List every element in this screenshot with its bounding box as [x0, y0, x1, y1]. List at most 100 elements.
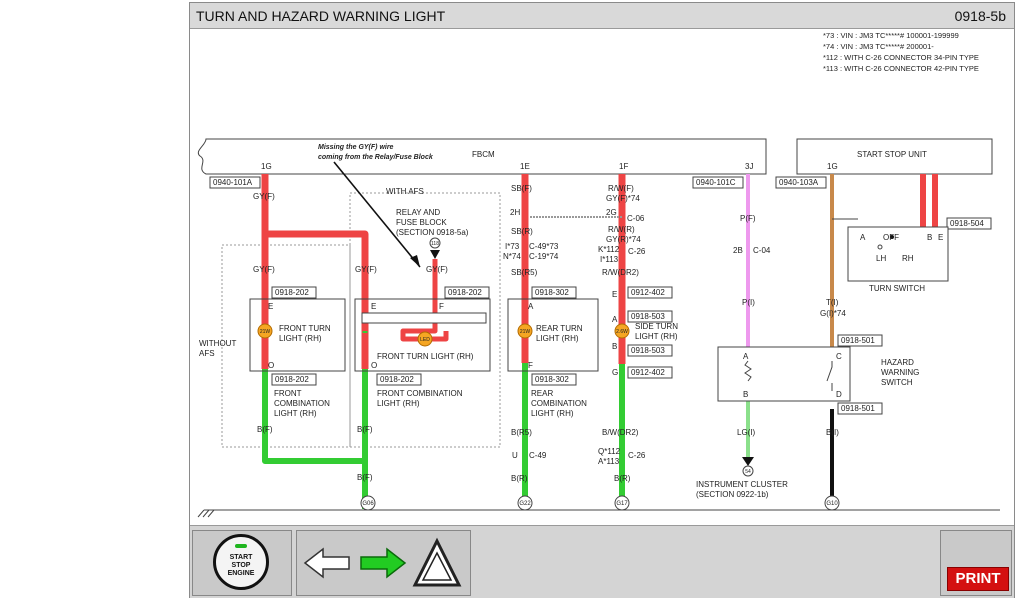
led-icon: [417, 331, 433, 347]
terminal-label: O: [268, 361, 274, 370]
switch-position: OFF: [883, 233, 899, 242]
terminal-label: O: [371, 361, 377, 370]
terminal-label: A: [860, 233, 866, 242]
bulb-icon: [517, 323, 533, 339]
wire-label: SB(F): [511, 184, 532, 193]
ref-tag: 0918-503: [631, 346, 665, 355]
terminal-label: F: [528, 361, 533, 370]
wire-label: SB(R): [511, 227, 533, 236]
right-turn-arrow-icon[interactable]: [360, 547, 407, 579]
wire-label: SB(R5): [511, 268, 538, 277]
terminal-label: C: [836, 352, 842, 361]
bulb-rating: 2.6W: [616, 329, 628, 335]
start-stop-unit: [796, 138, 993, 175]
wire-gyf-afs: [265, 230, 369, 369]
wire-label: B(R): [511, 474, 528, 483]
start-button-label: START STOP ENGINE: [216, 554, 266, 578]
ref-tag: 0918-503: [631, 312, 665, 321]
terminal-label: B: [612, 342, 617, 351]
wire-label: A*113: [598, 457, 620, 466]
connector-label: C-49*73: [529, 242, 559, 251]
pin-label: 1E: [520, 162, 530, 171]
ref-tag: 0912-402: [631, 368, 665, 377]
relay-label: FUSE BLOCK: [396, 218, 447, 227]
terminal-label: E: [371, 302, 376, 311]
toolbar: START STOP ENGINE PRINT: [190, 525, 1014, 598]
terminal-label: A: [528, 302, 534, 311]
wire-label: R/W(DR2): [602, 268, 639, 277]
wire-label: B(R): [614, 474, 631, 483]
ref-tag: 0940-101A: [213, 178, 253, 187]
without-afs-label: AFS: [199, 349, 215, 358]
wire-label: I*73: [505, 242, 520, 251]
terminal-label: B: [743, 390, 748, 399]
wire-label: T(I): [826, 298, 839, 307]
ground-label: G17: [616, 501, 628, 507]
bulb-rating: 21W: [520, 329, 531, 335]
component-label: LIGHT (RH): [279, 334, 322, 343]
wire-label: R/W(F): [608, 184, 634, 193]
pin-label: 3J: [745, 162, 753, 171]
ref-tag: 0918-202: [275, 375, 309, 384]
pin-label: 1G: [827, 162, 838, 171]
without-afs-box: [221, 244, 351, 448]
print-panel: PRINT: [940, 530, 1012, 596]
component-label: LIGHT (RH): [635, 332, 678, 341]
wire-label: N*74: [503, 252, 521, 261]
ground-label: G06: [362, 501, 374, 507]
hazard-triangle-icon[interactable]: [412, 537, 462, 587]
ref-tag: 0918-504: [950, 219, 984, 228]
bulb-icon: [614, 323, 630, 339]
start-led-icon: [235, 544, 247, 548]
start-stop-engine-button[interactable]: START STOP ENGINE: [213, 534, 269, 590]
component-label: LIGHT (RH): [377, 399, 420, 408]
terminal-label: E: [268, 302, 273, 311]
annotation-line2: coming from the Relay/Fuse Block: [318, 154, 434, 161]
circle-number: 118: [431, 241, 439, 247]
bulb-rating: LED: [420, 337, 430, 343]
component-label: COMBINATION: [531, 399, 587, 408]
start-label-line: START: [229, 554, 253, 561]
connector-label: 2G: [606, 208, 617, 217]
wire-label: GY(F): [426, 265, 448, 274]
wire-label: G(I)*74: [820, 309, 846, 318]
wire-label: B(F): [257, 425, 273, 434]
connector-label: C-19*74: [529, 252, 559, 261]
annotation-arrowhead: [410, 255, 420, 267]
ref-tag: 0918-302: [535, 288, 569, 297]
wire-label: K*112: [598, 245, 620, 254]
relay-circle: [429, 237, 441, 249]
wire-label: GY(F)*74: [606, 194, 640, 203]
section-code: 0918-5b: [954, 8, 1006, 24]
wire-label: R/W(R): [608, 225, 635, 234]
switch-pivot-icon: [890, 235, 894, 239]
cluster-circle: [742, 465, 754, 477]
terminal-label: E: [938, 233, 943, 242]
signal-controls-panel: [296, 530, 471, 596]
component-label: REAR: [531, 389, 553, 398]
ref-tag: 0912-402: [631, 288, 665, 297]
component-label: FRONT COMBINATION: [377, 389, 463, 398]
wire-label: GY(F): [253, 265, 275, 274]
print-button[interactable]: PRINT: [947, 567, 1009, 591]
afs-group-label: WITH AFS: [386, 187, 424, 196]
fbcm-label: FBCM: [472, 150, 495, 159]
wire-label: B/W(DR2): [602, 428, 639, 437]
front-turn-light-afs-box: [354, 298, 491, 372]
terminal-label: A: [743, 352, 749, 361]
ground-label: G10: [826, 501, 838, 507]
diagram-window: TURN AND HAZARD WARNING LIGHT 0918-5b *7…: [189, 2, 1015, 598]
connector-label: C-49: [529, 451, 547, 460]
left-turn-arrow-icon[interactable]: [303, 547, 350, 579]
ref-tag: 0940-101C: [696, 178, 736, 187]
cluster-label: INSTRUMENT CLUSTER: [696, 480, 788, 489]
wire-bf-left: [262, 369, 365, 464]
signal-controls: [303, 537, 462, 587]
ground-point: [614, 495, 630, 511]
cluster-arrow-icon: [742, 457, 754, 466]
wire-label: B(I): [826, 428, 839, 437]
component-label: FRONT TURN LIGHT (RH): [377, 352, 474, 361]
ref-tag: 0918-501: [841, 404, 875, 413]
component-label: FRONT TURN: [279, 324, 331, 333]
cluster-label: (SECTION 0922-1b): [696, 490, 769, 499]
